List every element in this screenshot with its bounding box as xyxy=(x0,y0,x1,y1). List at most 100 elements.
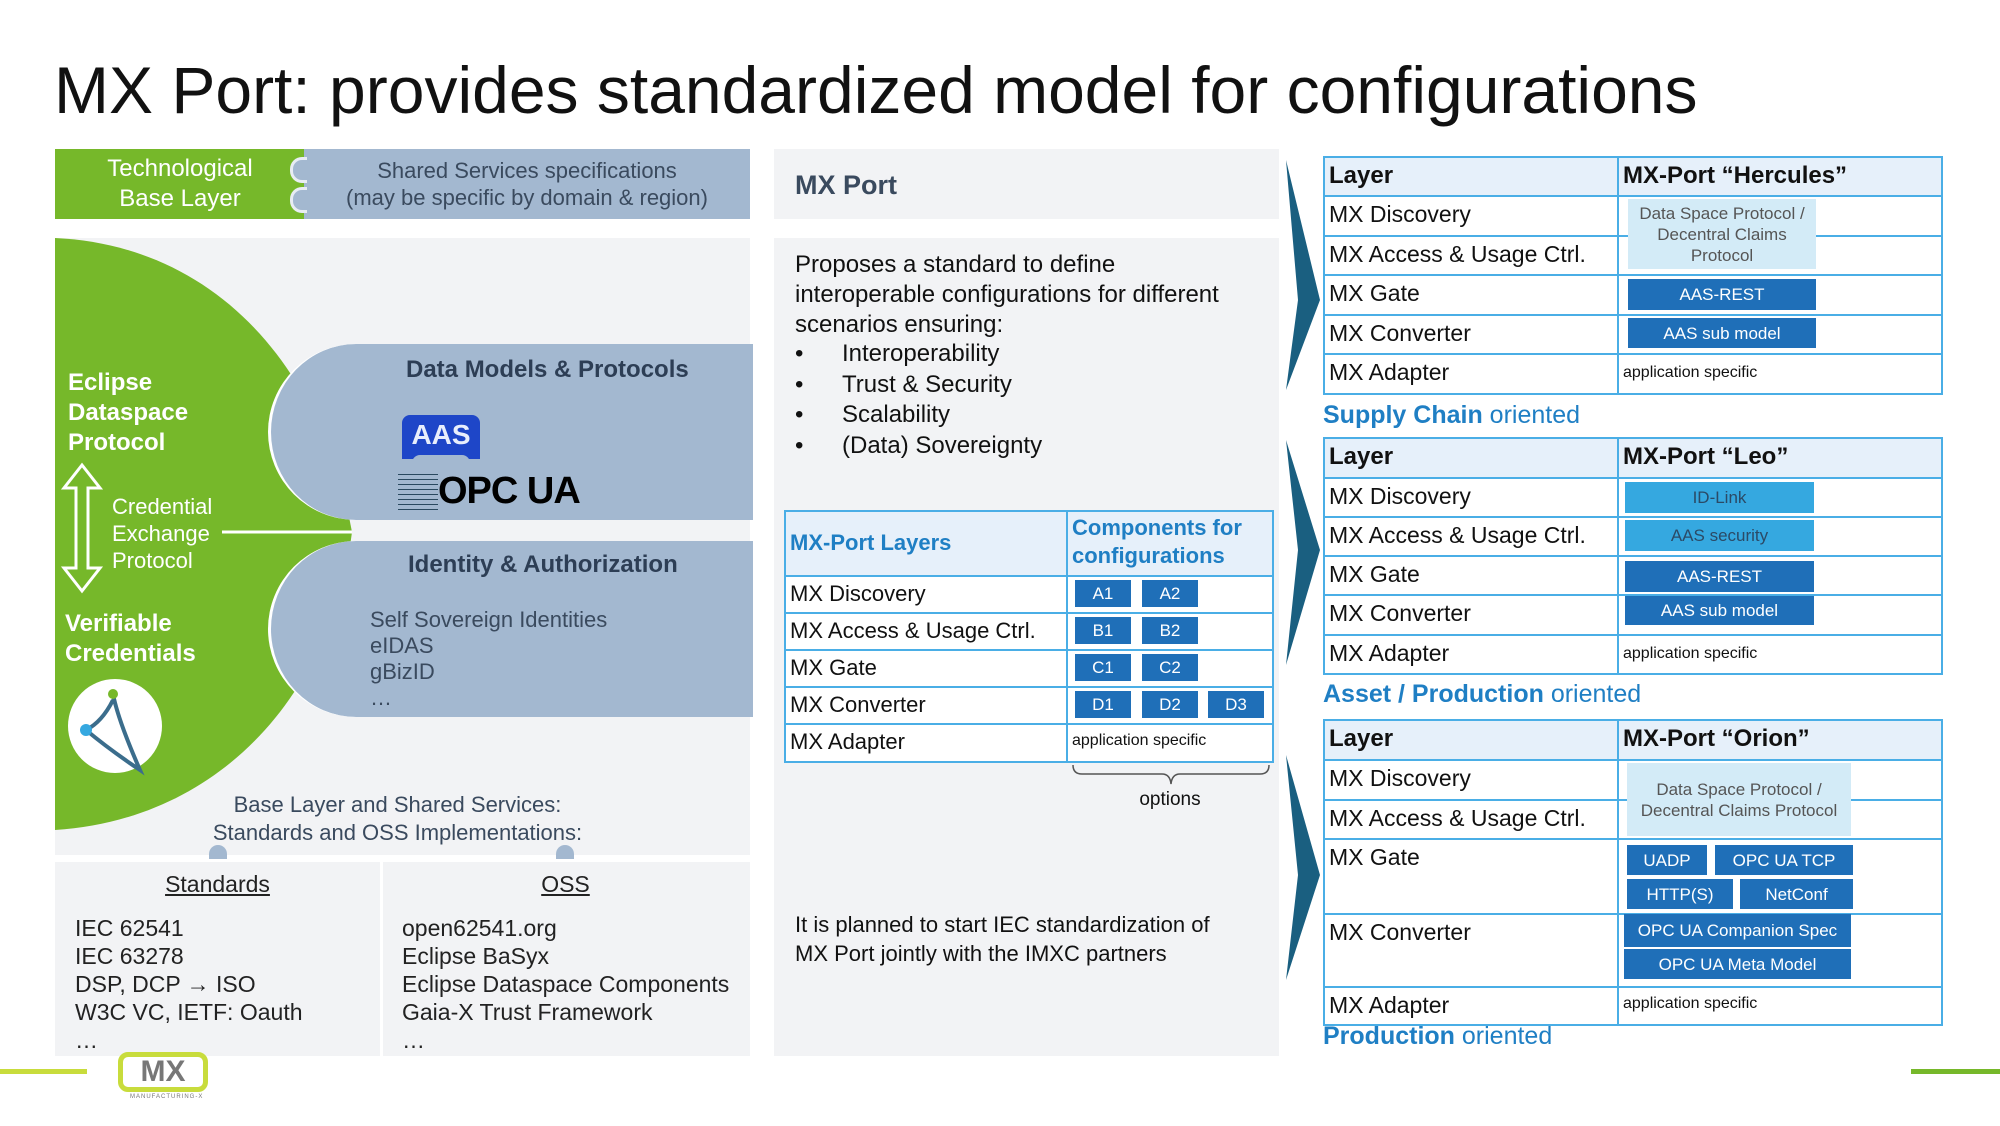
green-base-shape xyxy=(55,238,352,830)
intro-line: scenarios ensuring: xyxy=(795,311,1004,338)
orientation-bold: Production xyxy=(1323,1022,1455,1050)
page-title: MX Port: provides standardized model for… xyxy=(54,53,1698,127)
variant-row-cell xyxy=(1323,986,1619,1026)
vc-node xyxy=(108,689,118,699)
component-chip: B2 xyxy=(1142,617,1198,644)
standards-list: IEC 62541 IEC 63278 DSP, DCP → ISO W3C V… xyxy=(75,914,303,1054)
layer-header: Layer xyxy=(1329,725,1394,752)
oss-item: open62541.org xyxy=(402,915,557,941)
config-chip: AAS-REST xyxy=(1625,561,1814,592)
vc-line: Verifiable xyxy=(65,610,172,637)
layer-name: MX Discovery xyxy=(1329,483,1471,509)
intro-line: interoperable configurations for differe… xyxy=(795,281,1219,308)
table-header-cell xyxy=(784,510,1068,577)
chevron-right-icon xyxy=(1286,755,1320,980)
layer-header: Layer xyxy=(1329,443,1394,470)
variant-header-cell xyxy=(1323,156,1619,197)
credential-line-text: Exchange xyxy=(112,521,210,546)
oss-item: … xyxy=(402,1027,425,1053)
component-chip: C2 xyxy=(1142,654,1198,681)
layer-name: MX Adapter xyxy=(1329,992,1450,1018)
oss-item: Eclipse Dataspace Components xyxy=(402,971,730,997)
standards-panel xyxy=(55,862,380,1056)
standardization-note: It is planned to start IEC standardizati… xyxy=(795,910,1210,968)
standard-item: … xyxy=(75,1027,98,1053)
note-line: It is planned to start IEC standardizati… xyxy=(795,912,1210,937)
component-chip: D1 xyxy=(1075,691,1131,718)
component-chip: A2 xyxy=(1142,580,1198,607)
identity-item: eIDAS xyxy=(370,633,434,658)
config-chip: ID-Link xyxy=(1625,482,1814,513)
oss-title: OSS xyxy=(541,871,590,897)
config-chip: OPC UA Meta Model xyxy=(1624,949,1851,979)
footer-line-left xyxy=(0,1069,87,1074)
bullet-item: •(Data) Sovereignty xyxy=(795,431,1043,459)
layer-name: MX Access & Usage Ctrl. xyxy=(1329,805,1586,831)
layer-name: MX Gate xyxy=(1329,561,1420,587)
variant-row-cell xyxy=(1323,913,1619,988)
credential-line-text: Protocol xyxy=(112,548,193,573)
credential-line-text: Credential xyxy=(112,494,213,519)
bullet-text: Trust & Security xyxy=(842,370,1012,398)
connector-knob xyxy=(290,187,307,213)
application-specific: application specific xyxy=(1623,645,1758,662)
layer-name: MX Discovery xyxy=(1329,765,1471,791)
identity-list: Self Sovereign Identities eIDAS gBizID … xyxy=(370,607,607,711)
connector-knob xyxy=(290,157,307,183)
config-chip: AAS sub model xyxy=(1628,318,1816,348)
component-chip: D2 xyxy=(1142,691,1198,718)
identity-title: Identity & Authorization xyxy=(408,551,678,578)
variant-row-cell xyxy=(1323,838,1619,915)
standard-item: IEC 62541 xyxy=(75,915,184,941)
layer-name: MX Adapter xyxy=(1329,640,1450,666)
layer-name: MX Gate xyxy=(1329,280,1420,306)
table-row-cell xyxy=(1066,723,1274,763)
standard-item: IEC 63278 xyxy=(75,943,184,969)
bullet-item: •Scalability xyxy=(795,401,951,428)
layer-name: MX Discovery xyxy=(1329,201,1471,227)
layer-name: MX Access & Usage Ctrl. xyxy=(1329,241,1586,267)
config-chip: Data Space Protocol / Decentral Claims P… xyxy=(1628,199,1816,269)
vc-line: Credentials xyxy=(65,640,196,667)
bullet-text: (Data) Sovereignty xyxy=(842,431,1043,459)
base-layer-line: Technological xyxy=(107,155,253,182)
oss-item: Gaia-X Trust Framework xyxy=(402,999,653,1025)
double-arrow-icon xyxy=(60,462,104,594)
application-specific: application specific xyxy=(1072,732,1207,749)
application-specific: application specific xyxy=(1623,364,1758,381)
port-variant-title: MX-Port “Orion” xyxy=(1623,725,1810,752)
aas-logo-text: AAS xyxy=(402,415,480,459)
data-models-title: Data Models & Protocols xyxy=(406,356,689,383)
application-specific: application specific xyxy=(1623,995,1758,1012)
layer-name: MX Discovery xyxy=(790,581,926,606)
standard-item: DSP, DCP → ISO xyxy=(75,971,256,997)
orientation-rest: oriented xyxy=(1454,1022,1553,1050)
layer-name: MX Gate xyxy=(1329,844,1420,870)
caption-line: Standards and OSS Implementations: xyxy=(212,820,583,845)
variant-row-cell xyxy=(1323,235,1619,276)
intro-line: Proposes a standard to define xyxy=(795,251,1116,278)
eclipse-line: Dataspace xyxy=(68,399,189,426)
component-chip: B1 xyxy=(1075,617,1131,644)
shared-services-label: Shared Services specifications (may be s… xyxy=(304,149,750,219)
table-header-cell xyxy=(1066,510,1274,577)
header-line: Components for xyxy=(1072,515,1242,540)
standard-item: W3C VC, IETF: Oauth xyxy=(75,999,303,1025)
options-brace xyxy=(1072,764,1270,785)
verifiable-credentials-icon xyxy=(82,693,145,776)
layer-name: MX Converter xyxy=(1329,320,1471,346)
orientation-rest: oriented xyxy=(1543,680,1642,708)
layer-name: MX Converter xyxy=(790,692,926,717)
verifiable-credentials-label: Verifiable Credentials xyxy=(65,609,196,669)
vc-node xyxy=(80,724,92,736)
caption-line: Base Layer and Shared Services: xyxy=(233,792,562,817)
oss-item: Eclipse BaSyx xyxy=(402,943,550,969)
table-row-cell xyxy=(784,723,1068,763)
orientation-rest: oriented xyxy=(1482,401,1581,429)
base-layer-line: Base Layer xyxy=(119,185,241,212)
aas-logo: AAS xyxy=(402,395,480,467)
port-variant-title: MX-Port “Leo” xyxy=(1623,443,1789,470)
eclipse-line: Eclipse xyxy=(68,369,153,396)
variant-header-cell xyxy=(1323,437,1619,479)
mx-port-intro: Proposes a standard to define interopera… xyxy=(795,250,1219,340)
